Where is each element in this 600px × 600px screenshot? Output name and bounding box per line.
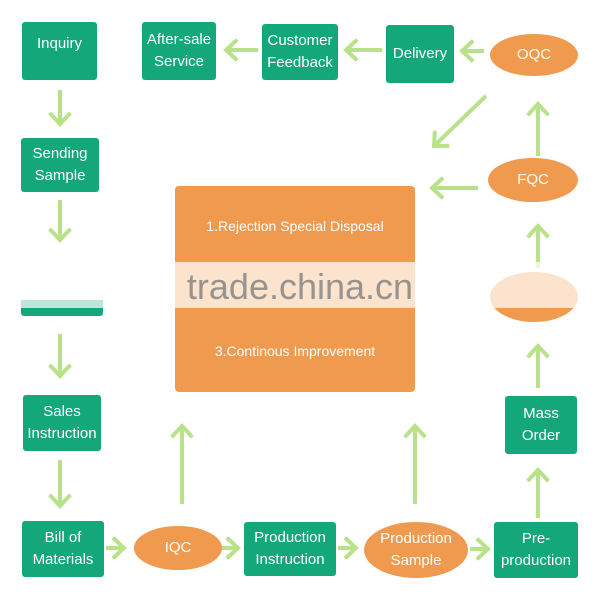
node-bill-of-materials-line2: Materials [32,551,94,568]
node-after-sale-service-line2: Service [153,53,205,70]
node-sending-sample-line2: Sample [34,167,86,184]
node-delivery-label: Delivery [392,45,448,63]
node-oqc-label: OQC [516,46,552,64]
node-bill-of-materials: Bill of Materials [22,521,104,577]
node-customer-feedback: Customer Feedback [262,24,338,80]
node-inquiry: Inquiry [22,22,97,80]
node-pre-production: Pre- production [494,522,578,578]
center-line-3: 3.Continous Improvement [214,343,376,359]
node-pre-production-line2: production [500,552,572,569]
node-customer-feedback-line2: Feedback [267,54,333,71]
node-sales-instruction-line2: Instruction [27,425,97,442]
node-sending-sample: Sending Sample [21,138,99,192]
node-mass-order-line1: Mass [523,405,559,423]
node-production-instruction-line1: Production [254,529,326,547]
node-pre-production-line1: Pre- [521,530,551,548]
node-sending-sample-line1: Sending [32,145,88,163]
watermark-band [0,262,600,308]
node-iqc-label: IQC [164,539,192,557]
node-after-sale-service: After-sale Service [142,22,216,80]
node-production-instruction: Production Instruction [244,522,336,576]
node-production-sample-line2: Sample [390,552,442,569]
node-fqc: FQC [488,158,578,202]
node-production-sample-line1: Production [380,530,452,548]
node-iqc: IQC [134,526,222,570]
node-bill-of-materials-line1: Bill of [44,529,82,547]
node-production-instruction-line2: Instruction [255,551,325,568]
arrow-oqc-to-center [431,94,488,149]
node-oqc: OQC [490,34,578,76]
node-sales-instruction: Sales Instruction [23,395,101,451]
node-mass-order: Mass Order [505,396,577,454]
node-inquiry-label: Inquiry [36,35,83,52]
node-sales-instruction-line1: Sales [43,403,81,421]
center-line-1: 1.Rejection Special Disposal [206,218,384,234]
node-mass-order-line2: Order [521,427,561,444]
node-delivery: Delivery [386,25,454,83]
node-production-sample: Production Sample [364,522,468,578]
watermark-text: trade.china.cn [186,266,414,307]
node-fqc-label: FQC [517,171,549,189]
node-customer-feedback-line1: Customer [267,32,333,50]
node-after-sale-service-line1: After-sale [146,31,212,49]
